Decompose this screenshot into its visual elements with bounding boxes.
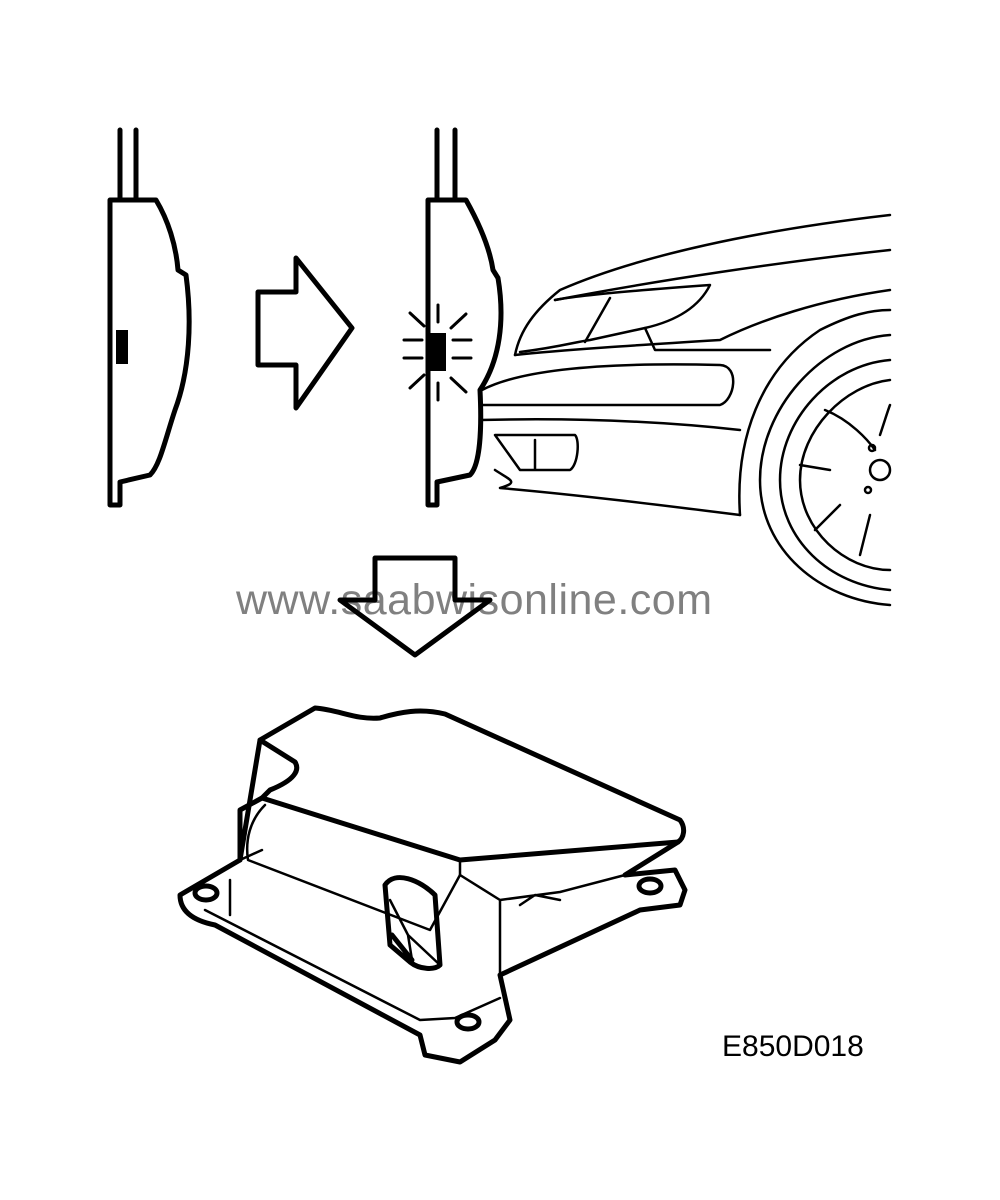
down-arrow-icon — [337, 555, 493, 658]
car-front — [478, 213, 892, 607]
figure-code-label: E850D018 — [722, 1030, 864, 1063]
crash-sensor-idle — [107, 127, 192, 508]
sensor-element — [430, 333, 446, 371]
airbag-control-module — [177, 705, 688, 1065]
right-arrow-icon — [255, 255, 355, 411]
sensor-element — [116, 330, 128, 364]
crash-sensor-triggered — [402, 127, 504, 508]
